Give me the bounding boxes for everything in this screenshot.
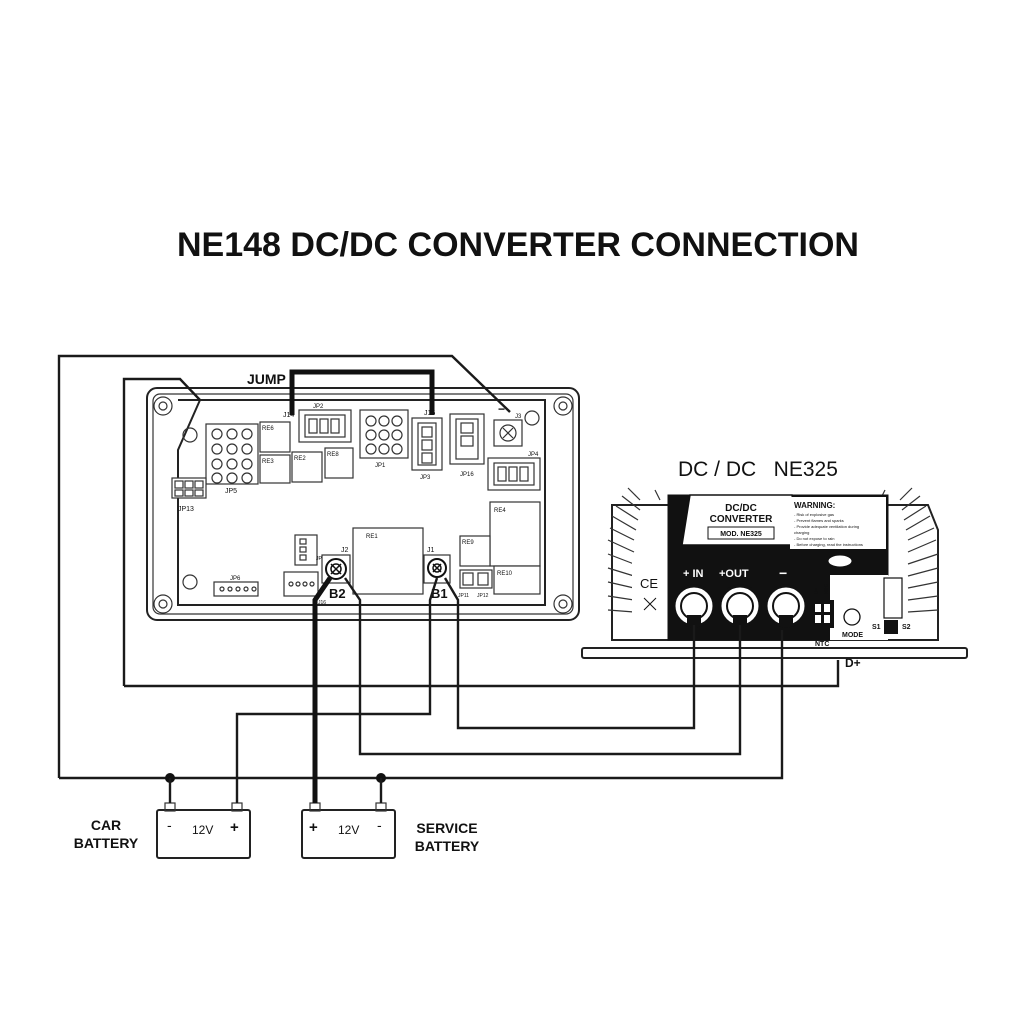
terminal-b2-label: B2 <box>329 586 346 601</box>
label-re6: RE6 <box>262 426 274 432</box>
connector-j16: J16 <box>283 571 326 606</box>
connector-jp5: JP5 <box>205 423 259 495</box>
connector-jp1: JP1 <box>359 409 409 469</box>
label-jp12: JP12 <box>477 593 489 599</box>
terminal-out <box>718 584 762 628</box>
car-battery-minus: - <box>167 817 172 833</box>
service-battery-plus: + <box>309 819 318 836</box>
label-jp4: JP4 <box>528 452 539 458</box>
terminal-b1: J1 B1 <box>423 547 451 601</box>
car-battery-label-1: CAR <box>91 817 121 833</box>
label-jp3: JP3 <box>420 475 431 481</box>
terminal-minus <box>764 584 808 628</box>
connector-jp4: JP4 <box>487 452 541 491</box>
label-re1: RE1 <box>366 534 378 540</box>
weee-bin-icon <box>643 597 657 611</box>
label-re3: RE3 <box>262 459 274 465</box>
warning-line-1: - Risk of explosive gas <box>794 512 834 517</box>
service-battery-label-1: SERVICE <box>416 820 477 836</box>
label-re9: RE9 <box>462 540 474 546</box>
relay-re2 <box>291 451 323 483</box>
side-label-ntc: NTC <box>824 583 830 594</box>
car-battery-voltage: 12V <box>192 823 213 837</box>
mounting-holes <box>153 396 573 614</box>
connector-j3: J3 − <box>493 402 523 447</box>
mode-button[interactable] <box>843 608 861 626</box>
warning-line-5: - Do not expose to rain <box>794 536 834 541</box>
relay-re3 <box>259 454 291 484</box>
car-battery-label-2: BATTERY <box>74 835 139 851</box>
side-label-dplus: D+ <box>814 587 820 594</box>
label-jp6: JP6 <box>230 576 241 582</box>
relay-re9 <box>459 535 491 567</box>
relay-re8 <box>324 447 354 479</box>
board-minus-sign: − <box>498 402 505 416</box>
jump-wire: JUMP <box>247 369 435 415</box>
label-re8: RE8 <box>327 452 339 458</box>
label-re10: RE10 <box>497 571 513 577</box>
connector-jp11-jp12: JP11 JP12 <box>458 569 493 599</box>
terminal-b1-label: B1 <box>431 586 448 601</box>
warning-line-4: charging <box>794 530 809 535</box>
label-jp16: JP16 <box>460 472 474 478</box>
dip-s2-label: S2 <box>902 624 911 631</box>
ne325-converter: DC / DC NE325 DC/DC CONVERTER MOD. NE325 <box>581 458 968 670</box>
label-re4: RE4 <box>494 508 506 514</box>
warning-symbol-icon <box>827 554 853 568</box>
warning-line-6: - Before charging, read the instructions <box>794 542 863 547</box>
label-j3: J3 <box>515 414 522 420</box>
terminal-in <box>672 584 716 628</box>
service-battery-minus: - <box>377 817 382 833</box>
dplus-label: D+ <box>845 656 861 670</box>
service-battery-voltage: 12V <box>338 823 359 837</box>
wiring <box>57 354 840 803</box>
terminal-in-label: + IN <box>683 568 704 580</box>
converter-panel-title-2: CONVERTER <box>710 514 774 525</box>
converter-panel-title-1: DC/DC <box>725 503 757 514</box>
terminal-minus-label: − <box>779 565 787 581</box>
connector-jp2: JP2 J14 <box>283 404 352 443</box>
label-jp1: JP1 <box>375 463 386 469</box>
dip-s1-label: S1 <box>872 624 881 631</box>
label-re2: RE2 <box>294 456 306 462</box>
converter-heading: DC / DC NE325 <box>678 458 838 481</box>
car-battery: - + 12V CAR BATTERY <box>74 802 251 859</box>
label-j2: J2 <box>341 547 349 554</box>
dip-switch[interactable] <box>884 620 898 634</box>
label-jp13: JP13 <box>178 506 194 513</box>
connector-jp3: JP3 J15 <box>411 410 443 481</box>
connector-jp6: JP6 <box>213 576 259 597</box>
warning-line-2: - Prevent flames and sparks <box>794 518 844 523</box>
ce-mark: CE <box>640 576 658 591</box>
converter-model: MOD. NE325 <box>720 531 762 538</box>
heatsink-fins-right <box>879 487 939 613</box>
relay-re10 <box>493 565 541 595</box>
terminal-b2: J2 B2 <box>321 547 351 601</box>
mode-label: MODE <box>842 632 863 639</box>
service-battery-label-2: BATTERY <box>415 838 480 854</box>
service-battery: + - 12V SERVICE BATTERY <box>301 802 480 859</box>
diagram-title: NE148 DC/DC CONVERTER CONNECTION <box>177 226 859 264</box>
ntc-label: NTC <box>815 641 829 648</box>
connector-jp16: JP16 <box>449 413 485 478</box>
label-j14: J14 <box>283 412 294 419</box>
warning-line-3: - Provide adequate ventilation during <box>794 524 859 529</box>
jump-label: JUMP <box>247 371 286 387</box>
relay-re6 <box>259 421 291 453</box>
heatsink-fins-left <box>607 487 661 613</box>
label-jp5: JP5 <box>225 488 237 495</box>
label-j16: J16 <box>318 600 326 606</box>
relay-re1 <box>352 527 424 595</box>
label-jp11: JP11 <box>458 593 469 599</box>
label-j1: J1 <box>427 547 435 554</box>
warning-title: WARNING: <box>794 501 835 510</box>
label-jp2: JP2 <box>313 404 324 410</box>
terminal-out-label: +OUT <box>719 568 749 580</box>
connector-jp13: JP13 <box>171 477 207 513</box>
car-battery-plus: + <box>230 819 239 836</box>
ne148-board: JP5 JP13 RE6 RE3 RE2 RE8 JP2 J14 <box>146 387 580 621</box>
